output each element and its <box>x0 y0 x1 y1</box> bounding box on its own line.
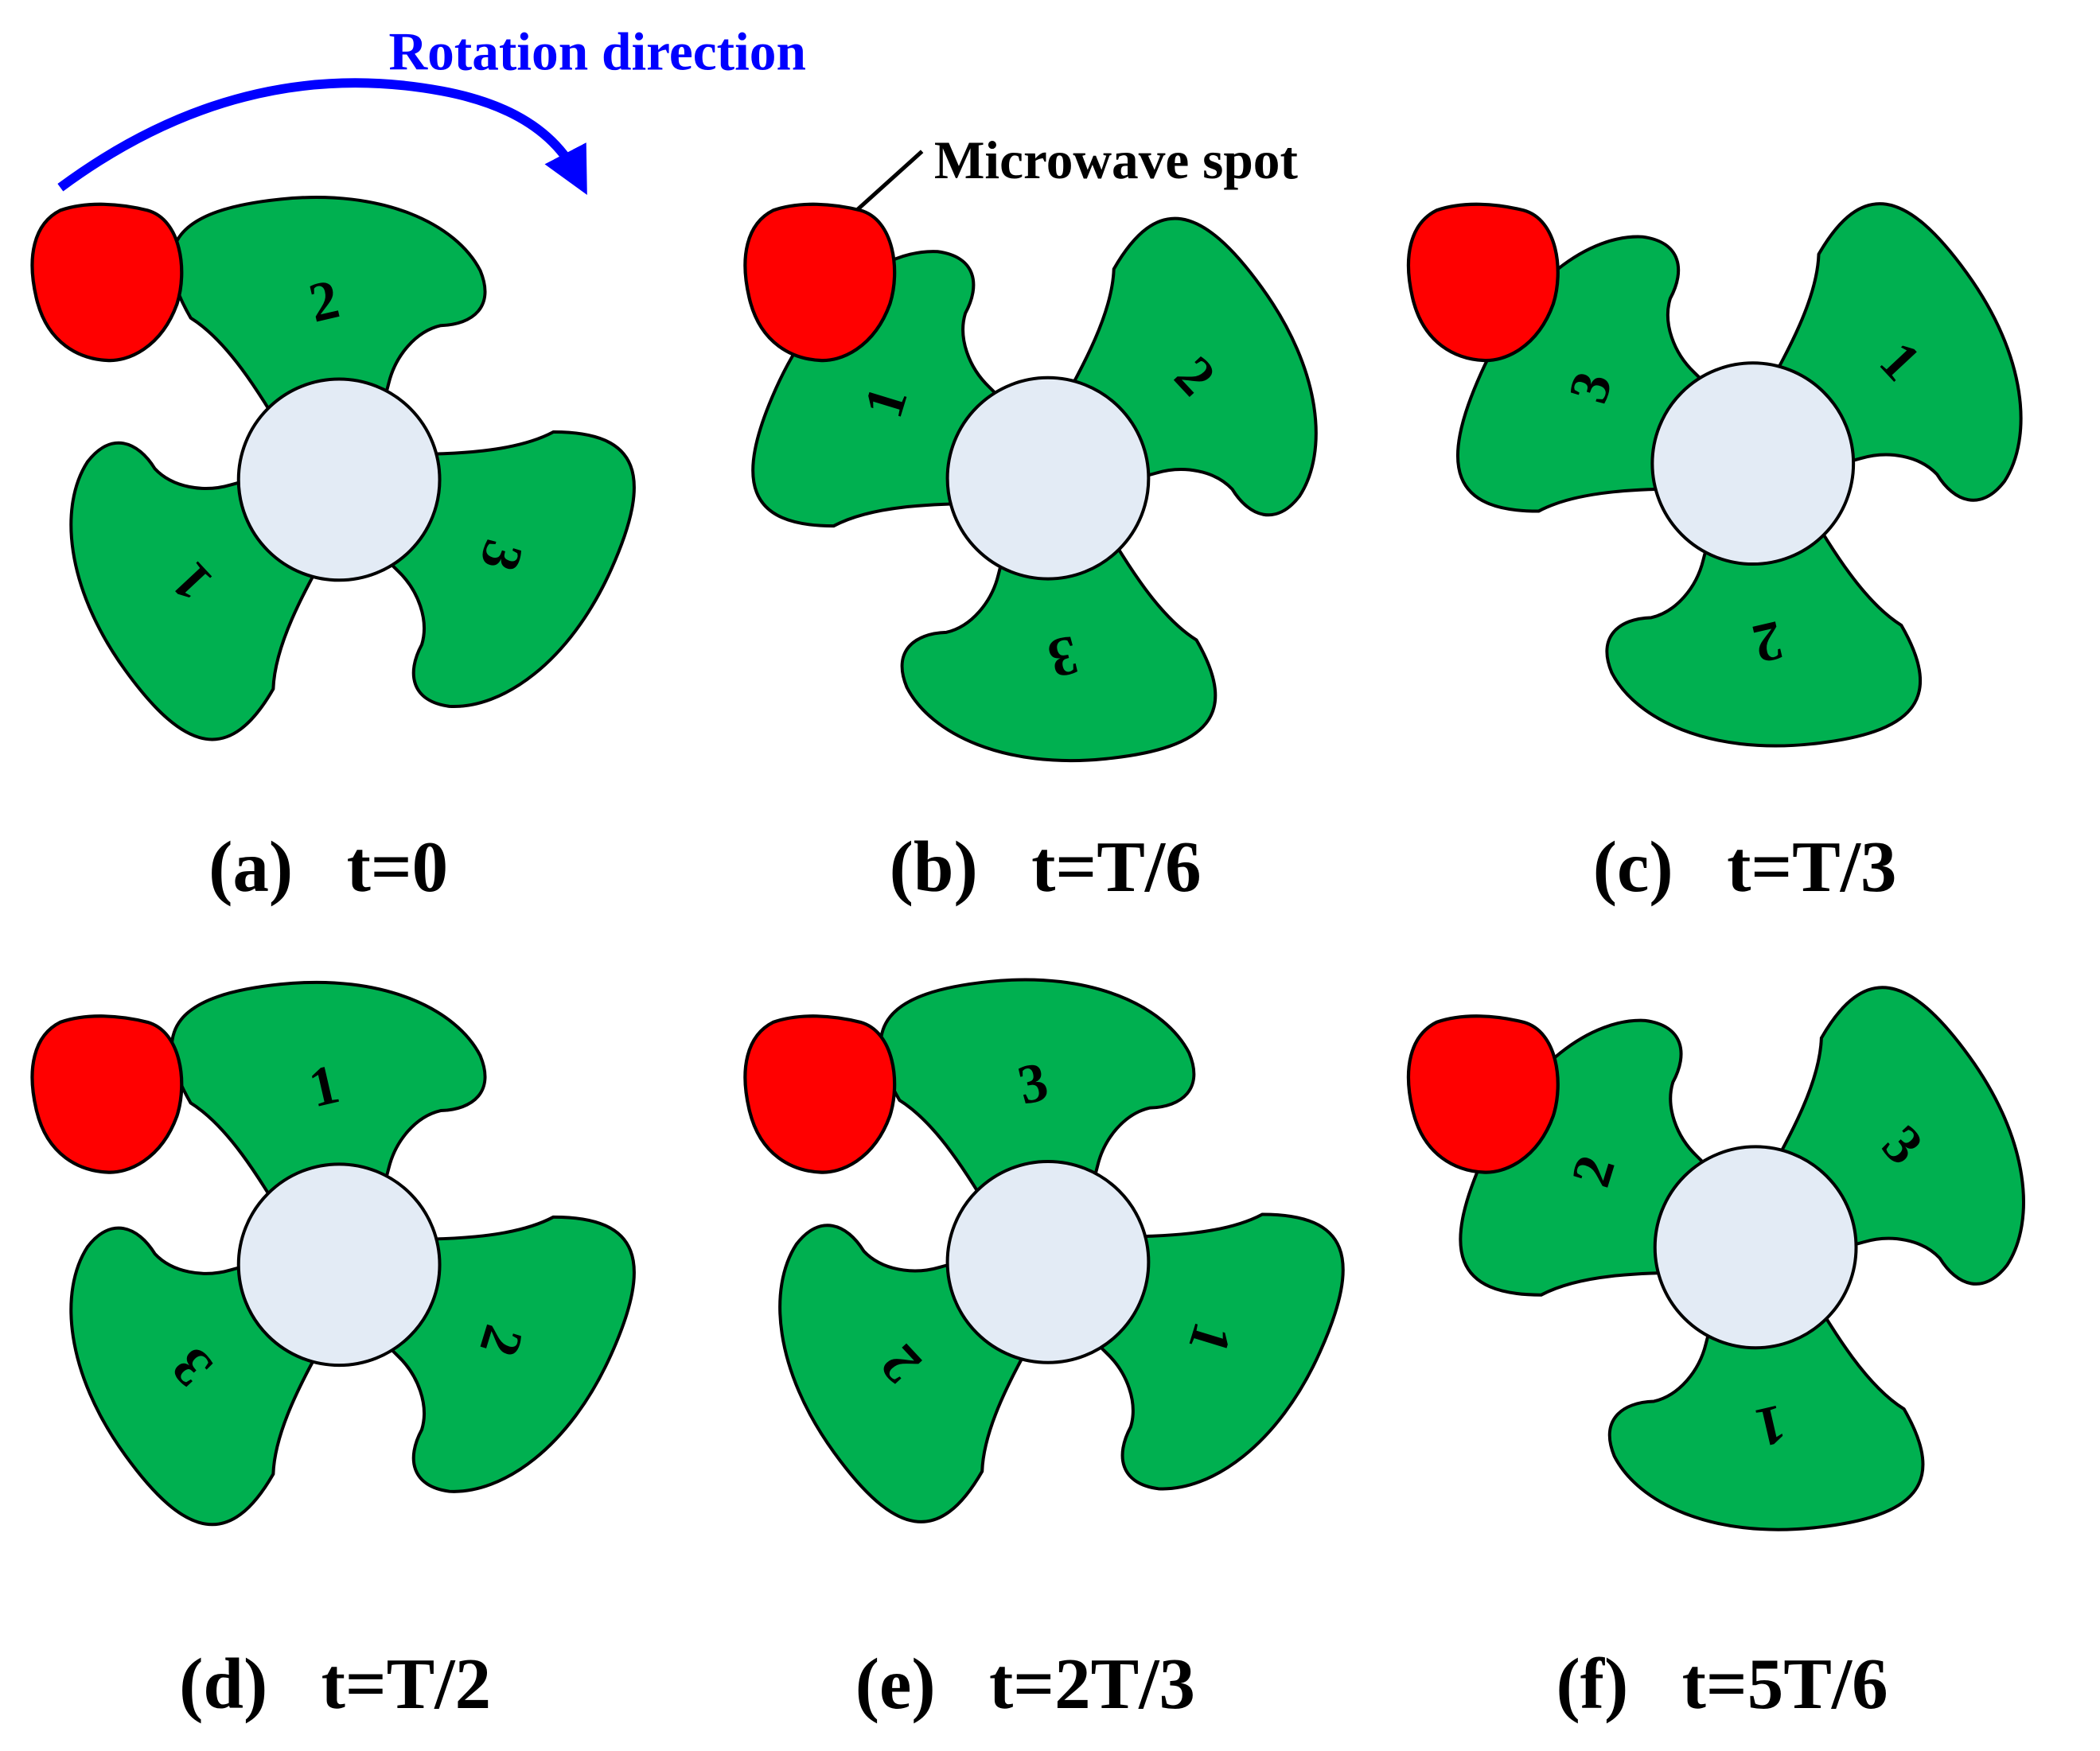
panel-caption: (d) t=T/2 <box>179 1644 491 1724</box>
microwave-spot <box>743 202 897 363</box>
rotation-direction-label: Rotation direction <box>388 22 806 82</box>
panel-label: (a) <box>208 827 293 907</box>
panel-caption: (f) t=5T/6 <box>1556 1644 1888 1724</box>
panel-c: 123 (c) t=T/3 <box>1406 202 2023 907</box>
hub <box>945 375 1151 581</box>
hub <box>1650 361 1856 566</box>
microwave-spot-label: Microwave spot <box>934 130 1299 190</box>
blade-1: 1 <box>169 980 487 1250</box>
blade-shape <box>169 980 487 1250</box>
blade-shape <box>879 978 1196 1247</box>
panel-label: (f) <box>1556 1644 1628 1724</box>
blade-2: 2 <box>1605 479 1923 748</box>
panel-d: 123 (d) t=T/2 <box>30 980 636 1724</box>
rotor: 123 <box>1456 202 2023 748</box>
hub <box>1653 1145 1858 1350</box>
blade-2: 2 <box>169 196 487 465</box>
panel-caption: (b) t=T/6 <box>890 827 1202 907</box>
panel-time: t=2T/3 <box>989 1644 1195 1724</box>
blade-shape <box>1607 1263 1925 1531</box>
blade-3: 3 <box>900 493 1218 763</box>
panel-time: t=T/6 <box>1031 827 1201 907</box>
rotor: 123 <box>69 980 636 1527</box>
panel-caption: (e) t=2T/3 <box>855 1644 1195 1724</box>
blade-3: 3 <box>879 978 1196 1247</box>
panel-e: 123 (e) t=2T/3 <box>743 978 1345 1724</box>
microwave-spot <box>1406 202 1560 363</box>
panel-time: t=0 <box>347 827 449 907</box>
panel-caption: (a) t=0 <box>208 827 448 907</box>
blade-shape <box>1605 479 1923 748</box>
panel-label: (e) <box>855 1644 936 1724</box>
blade-1: 1 <box>1607 1263 1925 1531</box>
blade-shape <box>900 493 1218 763</box>
microwave-spot <box>743 1014 897 1174</box>
panel-time: t=T/2 <box>321 1644 491 1724</box>
microwave-spot <box>1406 1014 1560 1174</box>
rotor: 123 <box>778 978 1345 1523</box>
blade-shape <box>169 196 487 465</box>
rotor: 123 <box>69 196 636 741</box>
rotation-arrow <box>57 78 587 196</box>
panel-time: t=5T/6 <box>1682 1644 1888 1724</box>
hub <box>236 1162 442 1368</box>
panel-caption: (c) t=T/3 <box>1593 827 1897 907</box>
hub <box>945 1159 1151 1364</box>
microwave-spot <box>30 1014 184 1174</box>
panel-time: t=T/3 <box>1727 827 1896 907</box>
microwave-spot <box>30 202 184 363</box>
panel-label: (d) <box>179 1644 267 1724</box>
panel-label: (c) <box>1593 827 1673 907</box>
hub <box>236 377 442 582</box>
panel-a: 123 (a) t=0 <box>30 196 636 907</box>
panel-label: (b) <box>890 827 978 907</box>
